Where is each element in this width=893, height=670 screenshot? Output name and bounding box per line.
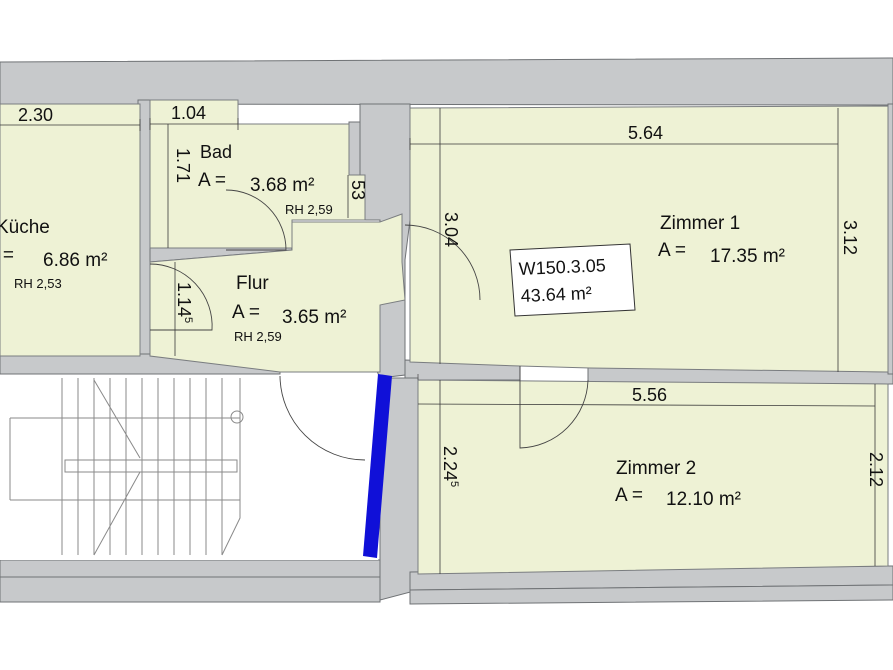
flur-dim: 1.145	[174, 282, 194, 323]
rooms	[0, 99, 889, 575]
zimmer1-area-prefix: A =	[658, 240, 686, 261]
flur-area: 3.65 m²	[282, 307, 346, 328]
zimmer2-depth-right: 2.12	[866, 452, 886, 487]
zimmer1-depth-left: 3.04	[441, 212, 461, 247]
bad-height: RH 2,59	[285, 202, 333, 217]
zimmer2-depth-left-value: 2.24	[440, 446, 460, 481]
dimension-lines	[0, 108, 876, 574]
kueche-width: 2.30	[18, 105, 53, 125]
doors	[149, 189, 589, 461]
zimmer1-width: 5.64	[628, 123, 663, 143]
bad-width: 1.04	[171, 103, 206, 123]
bad-depth: 1.71	[173, 148, 193, 183]
bad-area-prefix: A =	[198, 170, 226, 191]
zimmer2-depth-left-sup: 5	[448, 481, 460, 487]
labels: 2.30 Küche A = 6.86 m² RH 2,53 1.04 1.71…	[0, 103, 886, 510]
flur-area-prefix: A =	[232, 302, 260, 323]
entry-door	[363, 374, 392, 558]
room-bad	[149, 99, 366, 249]
zimmer2-depth-left: 2.245	[440, 446, 460, 487]
zimmer1-area: 17.35 m²	[710, 246, 785, 267]
flur-name: Flur	[236, 273, 269, 294]
room-kueche	[0, 103, 141, 357]
bad-area: 3.68 m²	[250, 175, 314, 196]
apartment-id: W150.3.05	[518, 255, 606, 279]
apartment-total-area: 43.64 m²	[520, 283, 592, 306]
room-zimmer2	[417, 379, 889, 575]
zimmer1-depth-right: 3.12	[840, 220, 860, 255]
staircase	[0, 375, 378, 560]
apartment-label-box	[509, 243, 636, 317]
zimmer2-width: 5.56	[632, 385, 667, 405]
zimmer1-name: Zimmer 1	[660, 213, 740, 234]
kueche-area-prefix: A =	[0, 245, 14, 266]
flur-dim-sup: 5	[182, 317, 194, 323]
flur-dim-value: 1.14	[174, 282, 194, 317]
room-zimmer1	[409, 105, 889, 373]
zimmer2-area: 12.10 m²	[666, 489, 741, 510]
zimmer2-area-prefix: A =	[615, 485, 643, 506]
flur-height: RH 2,59	[234, 329, 282, 344]
kueche-area: 6.86 m²	[43, 250, 107, 271]
zimmer2-name: Zimmer 2	[616, 458, 696, 479]
kueche-name: Küche	[0, 217, 50, 238]
bad-niche: 53	[348, 180, 368, 200]
room-flur	[149, 213, 406, 373]
kueche-height: RH 2,53	[14, 276, 62, 291]
bad-name: Bad	[200, 142, 232, 162]
